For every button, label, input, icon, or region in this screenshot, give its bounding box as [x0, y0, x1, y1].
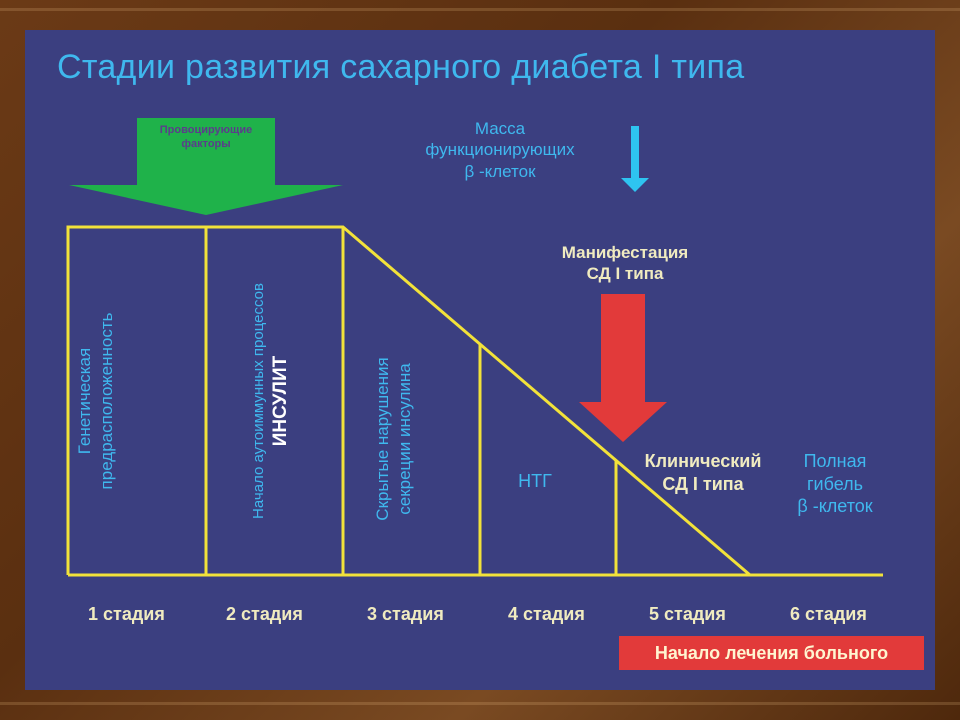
- stage-label-2: 2 стадия: [226, 604, 303, 624]
- red-down-arrow: [579, 294, 667, 442]
- stage-box-5-text: Клинический СД I типа: [623, 450, 783, 495]
- beta-mass-line3: β -клеток: [464, 161, 536, 181]
- stage-box-6-line1: Полная: [803, 451, 867, 471]
- stage-box-3-line1: Скрытые нарушения: [373, 357, 392, 521]
- treatment-start-badge: Начало лечения больного: [619, 636, 924, 670]
- stage-box-2-line2: ИНСУЛИТ: [269, 355, 291, 447]
- stage-box-1-line1: Генетическая: [75, 347, 94, 455]
- slide: Стадии развития сахарного диабета I типа…: [25, 30, 935, 690]
- beta-mass-line2: функционирующих: [425, 140, 575, 160]
- beta-mass-label: Масса функционирующих β -клеток: [385, 118, 615, 182]
- stage-label-3: 3 стадия: [367, 604, 444, 624]
- stage-box-6-line2: гибель: [806, 473, 864, 494]
- stage-label-1: 1 стадия: [88, 604, 165, 624]
- stage-box-3-text: Скрытые нарушения секреции инсулина: [372, 324, 418, 554]
- manifestation-label: Манифестация СД I типа: [525, 242, 725, 285]
- stage-box-5-line1: Клинический: [644, 451, 762, 471]
- stage-box-1-text: Генетическая предрасположенность: [74, 266, 120, 536]
- diagram-svg: [66, 118, 883, 577]
- stage-box-1-line2: предрасположенность: [97, 312, 117, 490]
- stage-label-6: 6 стадия: [790, 604, 867, 624]
- wood-grain: [0, 702, 960, 705]
- stage-label-4: 4 стадия: [508, 604, 585, 624]
- manifestation-line2: СД I типа: [586, 264, 664, 284]
- slide-title: Стадии развития сахарного диабета I типа: [57, 48, 745, 86]
- provoking-factors-label: Провоцирующие факторы: [159, 124, 253, 150]
- manifestation-line1: Манифестация: [561, 243, 689, 262]
- green-down-arrow: [69, 118, 343, 215]
- stage-label-5: 5 стадия: [649, 604, 726, 624]
- stage-box-3-line2: секреции инсулина: [395, 363, 415, 515]
- stage-box-6-text: Полная гибель β -клеток: [775, 450, 895, 518]
- stage-box-2-line1: Начало аутоиммунных процессов: [250, 283, 267, 519]
- stage-box-4-text: НТГ: [518, 471, 552, 491]
- beta-mass-line1: Масса: [474, 119, 526, 138]
- stage-box-6-line3: β -клеток: [797, 496, 873, 516]
- stage-box-2-text: Начало аутоиммунных процессов ИНСУЛИТ: [249, 256, 299, 546]
- stage-box-5-line2: СД I типа: [662, 473, 744, 494]
- wood-grain: [0, 8, 960, 11]
- blue-down-arrow: [621, 126, 649, 192]
